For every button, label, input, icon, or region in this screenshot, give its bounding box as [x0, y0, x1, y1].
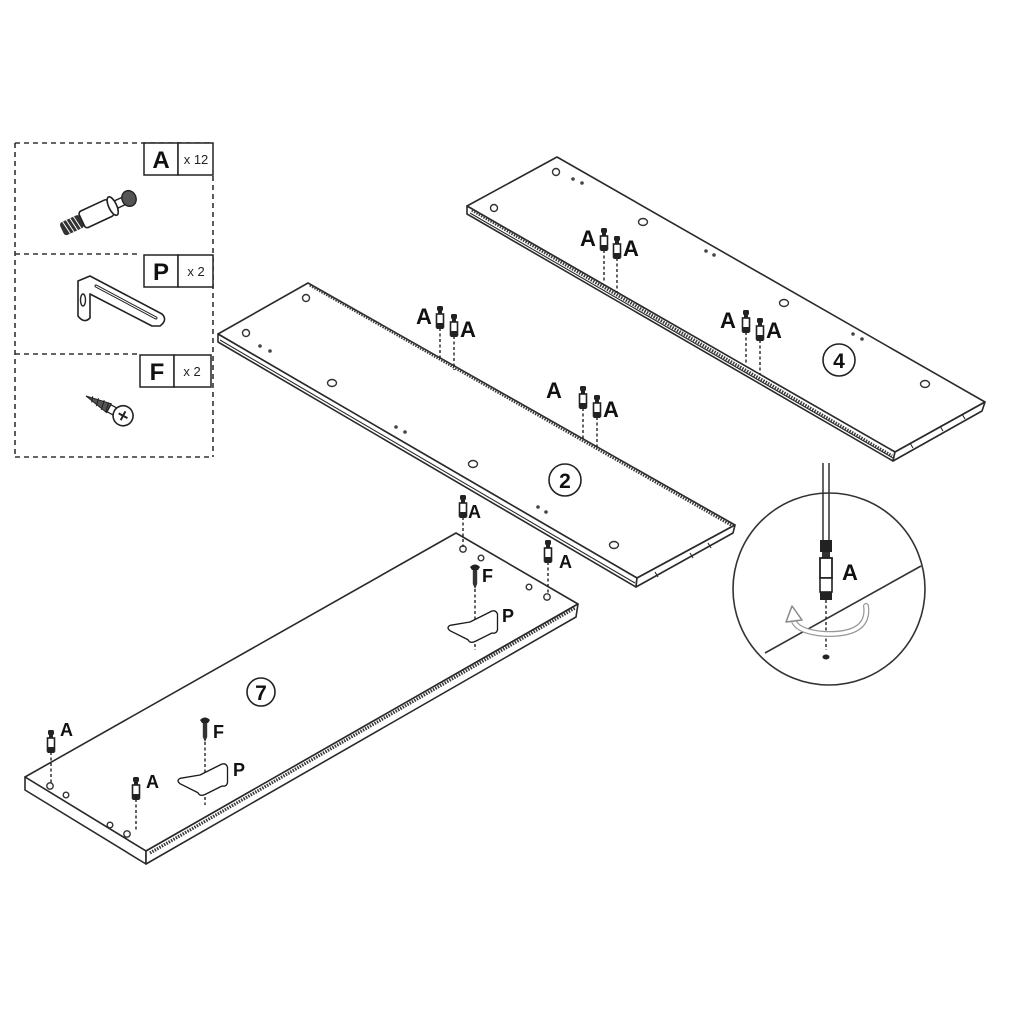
part-callout-a: A — [468, 502, 481, 522]
cam-bolt-a: A A — [720, 308, 782, 375]
part-callout-a: A — [146, 772, 159, 792]
part-callout-p: P — [233, 760, 245, 780]
part-callout-a: A — [580, 226, 596, 251]
part-callout-f: F — [213, 722, 224, 742]
part-qty-box — [177, 142, 214, 176]
part-callout-a: A — [842, 560, 858, 585]
panel-number-badge — [548, 463, 582, 497]
panel-number-badge — [822, 343, 856, 377]
part-quantity: x 12 — [184, 152, 209, 167]
part-callout-a: A — [766, 318, 782, 343]
part-callout-a: A — [416, 304, 432, 329]
cam-bolt-a: A A — [580, 226, 639, 293]
surface-line — [764, 565, 922, 654]
panel-4: A A A A 4 — [466, 156, 986, 462]
part-callout-f: F — [482, 566, 493, 586]
part-label-box — [143, 254, 179, 288]
part-quantity: x 2 — [187, 264, 204, 279]
legend-item-p: P x 2 — [77, 254, 214, 327]
rotate-clockwise-arrow-icon — [785, 603, 870, 638]
part-callout-a: A — [460, 317, 476, 342]
cam-bolt-a: A A — [416, 304, 476, 370]
part-quantity: x 2 — [183, 364, 200, 379]
parts-legend: A x 12 P x 2 — [14, 142, 214, 458]
cam-bolt-a: A — [46, 720, 73, 783]
cam-bolt-a: A — [131, 772, 159, 831]
part-qty-box — [173, 354, 212, 388]
panel-number: 4 — [833, 350, 845, 373]
cam-bolt-icon — [59, 189, 137, 236]
part-callout-a: A — [546, 378, 562, 403]
detail-callout: A — [732, 463, 926, 686]
legend-border — [14, 142, 214, 458]
panel-number-badge — [246, 677, 276, 707]
part-callout-a: A — [559, 552, 572, 572]
panel-2: A A A A 2 — [217, 282, 736, 588]
l-bracket-icon — [77, 275, 166, 327]
part-label: P — [153, 259, 169, 286]
part-qty-box — [177, 254, 214, 288]
part-callout-a: A — [720, 308, 736, 333]
cam-bolt-a: A A — [546, 378, 619, 450]
part-callout-a: A — [60, 720, 73, 740]
part-label-box — [139, 354, 175, 388]
panel-7: A A A A F P F P 7 — [24, 494, 579, 865]
cam-bolt-a: A — [458, 494, 481, 547]
legend-item-a: A x 12 — [59, 142, 214, 236]
part-callout-a: A — [603, 397, 619, 422]
part-label: A — [152, 147, 169, 174]
panel-number: 2 — [559, 470, 571, 493]
part-callout-a: A — [623, 236, 639, 261]
part-label: F — [150, 359, 165, 386]
screw-icon — [85, 395, 134, 427]
cam-bolt-icon — [819, 540, 833, 600]
part-callout-p: P — [502, 606, 514, 626]
panel-number: 7 — [255, 682, 267, 705]
cam-bolt-a: A — [543, 539, 572, 594]
legend-item-f: F x 2 — [85, 354, 212, 427]
